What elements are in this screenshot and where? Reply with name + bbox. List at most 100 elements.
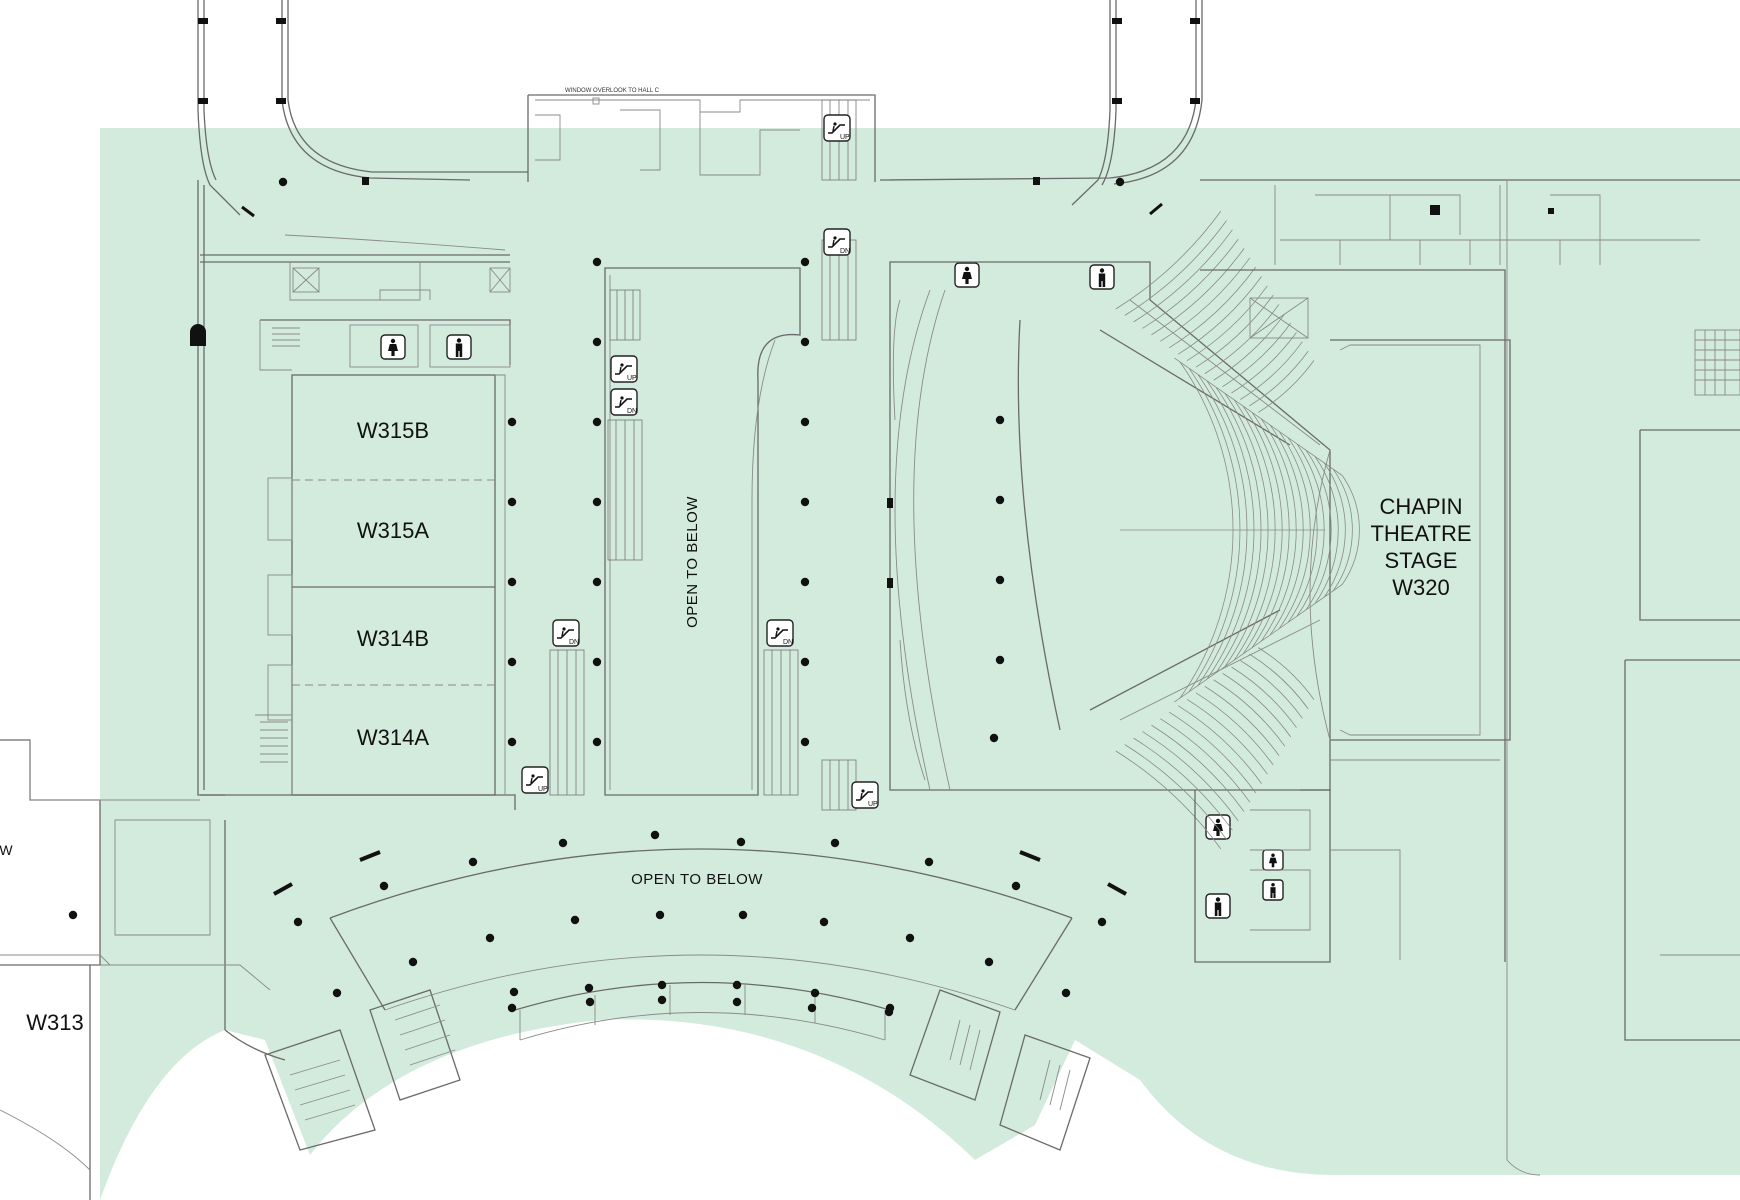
column — [732, 980, 742, 990]
wall-markers — [190, 202, 1163, 896]
column — [507, 577, 517, 587]
svg-text:DN: DN — [783, 639, 793, 646]
seat-row — [1168, 711, 1257, 794]
seat-row — [1133, 737, 1233, 831]
seat-row — [1249, 350, 1309, 407]
seat-row — [1240, 660, 1303, 719]
north-entrance-walls — [197, 0, 1203, 216]
escalator-dn-icon: DN — [823, 228, 851, 256]
seat-row — [1249, 653, 1309, 710]
escalator-dn-icon: DN — [766, 619, 794, 647]
column — [736, 837, 746, 847]
svg-text:UP: UP — [868, 801, 878, 808]
escalator-up-icon: UP — [610, 355, 638, 383]
column — [507, 417, 517, 427]
seat-row — [1222, 322, 1292, 387]
column — [732, 997, 742, 1007]
stage-label-line2: THEATRE — [1370, 521, 1471, 546]
column — [1011, 881, 1021, 891]
column — [800, 497, 810, 507]
column — [408, 957, 418, 967]
seat-row — [1151, 248, 1245, 336]
seat-aisle — [1174, 357, 1343, 476]
room-w313: W313 — [26, 1010, 83, 1035]
meeting-rooms-block — [255, 374, 506, 796]
column — [507, 1003, 517, 1013]
seat-row — [1186, 698, 1268, 775]
column — [592, 337, 602, 347]
svg-text:UP: UP — [840, 134, 850, 141]
seat-row — [1204, 686, 1280, 756]
seat-row — [1257, 647, 1315, 700]
column — [800, 417, 810, 427]
column — [807, 1003, 817, 1013]
column — [592, 737, 602, 747]
seat-row — [1115, 750, 1222, 850]
seat-row — [1323, 462, 1346, 598]
escalator-dn-icon: DN — [610, 388, 638, 416]
column — [995, 495, 1005, 505]
column — [585, 997, 595, 1007]
restroom-men-icon — [1262, 879, 1284, 901]
svg-text:UP: UP — [538, 786, 548, 793]
seat-row — [1305, 450, 1332, 610]
column — [995, 415, 1005, 425]
open-to-below-atrium-label: OPEN TO BELOW — [684, 496, 701, 628]
column — [924, 857, 934, 867]
window-overlook-label: WINDOW OVERLOOK TO HALL C — [565, 88, 660, 94]
theatre-stage — [1249, 297, 1511, 741]
column — [592, 417, 602, 427]
west-adjacent-rooms — [0, 739, 271, 1200]
escalator-up-icon: UP — [823, 114, 851, 142]
column — [989, 733, 999, 743]
floor-area — [100, 128, 1740, 1200]
seat-row — [1124, 220, 1227, 316]
stage-label-line3: STAGE — [1385, 548, 1458, 573]
seat-row — [1115, 210, 1222, 310]
seat-row — [1332, 468, 1353, 592]
column — [884, 1007, 894, 1017]
svg-text:DN: DN — [627, 408, 637, 415]
column — [657, 980, 667, 990]
svg-text:DN: DN — [569, 639, 579, 646]
seat-row — [1160, 718, 1251, 803]
column — [905, 933, 915, 943]
escalator-up-icon: UP — [521, 766, 549, 794]
central-atrium — [604, 267, 801, 796]
column — [570, 915, 580, 925]
open-to-below-arc-label: OPEN TO BELOW — [631, 871, 763, 888]
restroom-women-icon — [1262, 849, 1284, 871]
column — [68, 910, 78, 920]
room-w314a: W314A — [357, 725, 429, 750]
seat-row — [1168, 266, 1257, 349]
restroom-women-icon — [1205, 814, 1231, 840]
restroom-women-icon — [380, 334, 406, 360]
column — [558, 838, 568, 848]
seat-row — [1177, 276, 1262, 355]
seat-row — [1231, 666, 1297, 728]
seat-row — [1257, 360, 1315, 413]
column — [592, 657, 602, 667]
restroom-men-icon — [1205, 893, 1231, 919]
room-w315a: W315A — [357, 518, 429, 543]
escalator-up-icon: UP — [851, 781, 879, 809]
stage-label-line4: W320 — [1392, 575, 1449, 600]
room-w314b: W314B — [357, 626, 429, 651]
column — [1097, 917, 1107, 927]
seat-row — [1133, 229, 1233, 323]
seat-row — [1142, 238, 1239, 329]
entrance-posts — [198, 18, 1200, 185]
column — [507, 497, 517, 507]
column — [509, 987, 519, 997]
column — [830, 838, 840, 848]
column — [819, 917, 829, 927]
seat-row — [1213, 313, 1286, 381]
south-arc-opening — [224, 820, 1073, 1061]
column — [278, 177, 288, 187]
restroom-men-icon — [1089, 264, 1115, 290]
column — [584, 983, 594, 993]
stage-label-line1: CHAPIN — [1379, 494, 1462, 519]
seat-row — [1222, 673, 1292, 738]
seat-row — [1142, 731, 1239, 822]
